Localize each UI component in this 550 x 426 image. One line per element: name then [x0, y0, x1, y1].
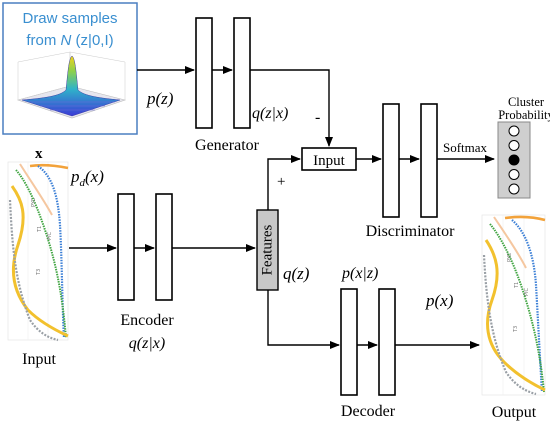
input-signal-plot: PYC T1 PIC T3	[7, 161, 69, 342]
gaussian-surface-plot	[16, 51, 127, 119]
input-plot-label-1: PYC	[31, 197, 37, 207]
cluster-node-1	[508, 125, 520, 137]
cluster-node-3	[508, 154, 520, 166]
input-plot-label-2: T1	[37, 226, 43, 233]
input-caption: Input	[22, 351, 56, 368]
arrow-features-to-decoder	[267, 290, 340, 349]
generator-layer-2	[233, 17, 251, 129]
discriminator-input-label: Input	[313, 153, 345, 169]
cluster-node-5	[508, 183, 520, 195]
minus-sign: -	[315, 109, 320, 126]
generator-layer-1	[195, 17, 213, 129]
plus-sign: +	[277, 174, 285, 190]
sampler-title-line2: from N (z|0,I)	[26, 32, 113, 49]
discriminator-layer-2	[420, 103, 438, 218]
x-bold-label: x	[35, 146, 43, 162]
generator-caption: Generator	[195, 137, 260, 154]
decoder-layer-1	[340, 288, 358, 396]
qz-label: q(z)	[283, 264, 310, 283]
softmax-label: Softmax	[443, 140, 488, 155]
discriminator-caption: Discriminator	[366, 223, 456, 240]
encoder-caption: Encoder	[120, 312, 174, 329]
arrow-features-to-input	[267, 155, 301, 210]
output-signal-plot: PYC T1 PIC T3	[481, 214, 546, 396]
output-plot-label-2: T1	[514, 282, 520, 289]
q-z-given-x-encoder-label: q(z|x)	[129, 335, 165, 352]
output-plot-label-3: PIC	[524, 288, 530, 296]
cluster-nodes	[508, 125, 520, 195]
features-label: Features	[260, 224, 276, 275]
p-x-given-z-label: p(x|z)	[341, 265, 378, 282]
output-caption: Output	[492, 404, 537, 421]
input-plot-label-3: PIC	[47, 232, 53, 240]
cluster-node-2	[508, 140, 520, 151]
p-x-label: p(x)	[425, 291, 454, 310]
cluster-node-4	[508, 169, 520, 180]
encoder-layer-2	[155, 193, 173, 301]
arrow-generator-to-input	[250, 69, 333, 147]
pd-x-label: pd(x)	[70, 167, 104, 189]
input-plot-label-4: T3	[36, 269, 42, 276]
decoder-layer-2	[378, 288, 396, 396]
decoder-caption: Decoder	[341, 403, 396, 420]
output-plot-label-4: T3	[513, 326, 519, 333]
sampler-panel: Draw samples from N (z|0,I)	[2, 2, 138, 135]
q-z-given-x-generator-label: q(z|x)	[252, 105, 288, 122]
output-plot-label-1: PYC	[507, 252, 513, 262]
sampler-title-line1: Draw samples	[22, 10, 117, 27]
discriminator-layer-1	[382, 103, 400, 218]
cluster-title-line1: Cluster	[508, 95, 545, 109]
pz-label: p(z)	[146, 89, 174, 108]
cluster-title-line2: Probability	[498, 108, 550, 122]
encoder-layer-1	[117, 193, 135, 301]
